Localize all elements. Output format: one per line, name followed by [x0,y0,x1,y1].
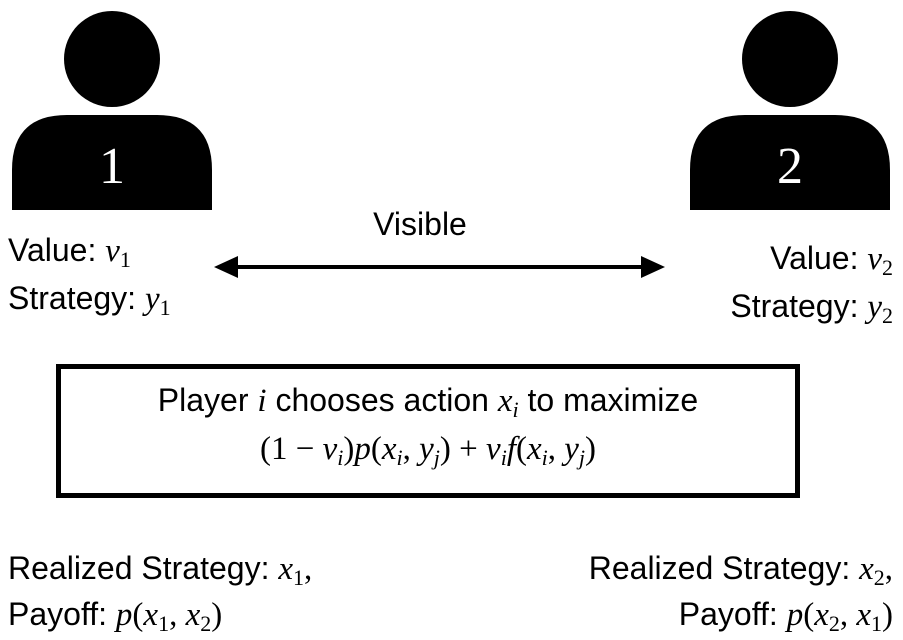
formula-open: (1 − [259,431,323,467]
objective-formula: (1 − vi)p(xi, yj) + vif(xi, yj) [56,428,800,469]
player-2-strategy: Strategy: y2 [730,286,893,327]
formula-y2: y [564,431,579,467]
player-2-payoff-func: p [786,597,804,633]
objective-player-word: Player [157,382,249,418]
player-2-payoff-arg2: x [856,597,871,633]
arrow-head-left [214,256,238,278]
formula-paren-close2: ) [585,431,597,467]
player-2-realized-label: Realized Strategy: [588,550,851,586]
formula-x2: x [526,431,542,467]
player-1-realized: Realized Strategy: x1, [8,548,312,589]
player-2-payoff: Payoff: p(x2, x1) [678,596,893,636]
double-arrow-icon [214,256,665,278]
formula-comma1: , [402,431,420,467]
player-1-value-symbol: v [105,233,120,269]
player-1-realized-comma: , [304,551,313,587]
formula-x1: x [381,431,397,467]
formula-f: f [506,431,516,467]
player-1-realized-symbol: x [278,551,294,587]
player-2-payoff-arg1-sub: 2 [828,611,840,636]
player-1-payoff-label: Payoff: [8,596,108,632]
player-2-value-symbol: v [867,241,882,277]
player-1-strategy: Strategy: y1 [8,278,171,319]
player-1-value: Value: v1 [8,230,131,271]
formula-plus: + [450,431,487,467]
player-1-number: 1 [99,138,125,195]
player-1-value-sub: 1 [119,247,131,272]
formula-x1-sub: i [396,445,403,470]
formula-paren-close: ) [439,431,451,467]
formula-v: v [322,431,338,467]
player-2-value-label: Value: [770,240,859,276]
objective-line-1: Player i chooses action xi to maximize [56,380,800,421]
player-1-strategy-symbol: y [144,281,160,317]
player-1-realized-label: Realized Strategy: [8,550,270,586]
formula-x2-sub: i [541,445,548,470]
player-2-payoff-arg1: x [814,597,829,633]
player-1-person-icon: 1 [12,11,212,210]
player-2-realized-comma: , [884,551,893,587]
formula-paren-open: ( [370,431,382,467]
player-1-payoff-func: p [115,597,133,633]
player-2-realized-symbol: x [859,551,874,587]
player-2-person-icon: 2 [690,11,890,210]
player-1-head [64,11,160,107]
player-2-body [690,115,890,210]
player-2-strategy-symbol: y [867,289,882,325]
objective-maximize-text: to maximize [527,382,699,418]
player-2-head [742,11,838,107]
player-2-value: Value: v2 [770,238,893,279]
player-2-strategy-label: Strategy: [730,288,859,324]
objective-chooses-text: chooses action [275,382,489,418]
visible-label: Visible [373,206,467,242]
player-1-payoff-arg2: x [185,597,201,633]
objective-player-var: i [257,383,267,419]
objective-box [56,364,800,498]
formula-paren-open2: ( [515,431,527,467]
formula-close1: ) [343,431,355,467]
player-2-value-sub: 2 [882,255,893,280]
player-1-strategy-sub: 1 [159,295,171,320]
arrow-head-right [641,256,665,278]
formula-comma2: , [547,431,565,467]
player-1-payoff: Payoff: p(x1, x2) [8,596,223,636]
formula-p: p [354,431,371,467]
player-2-realized-sub: 2 [873,565,885,590]
objective-action-symbol: x [497,383,513,419]
player-2-realized: Realized Strategy: x2, [589,548,893,589]
player-1-realized-sub: 1 [293,565,305,590]
formula-y2-sub: j [578,445,586,470]
player-2-payoff-arg2-sub: 1 [871,611,882,636]
player-2-number: 2 [777,138,803,195]
player-1-payoff-arg1-sub: 1 [158,611,170,636]
player-2-strategy-sub: 2 [882,303,893,328]
formula-v-sub: i [337,445,344,470]
objective-action-sub: i [512,397,519,422]
formula-y1-sub: j [433,445,440,470]
player-1-value-label: Value: [8,232,97,268]
player-1-body [12,115,212,210]
player-2-payoff-label: Payoff: [678,596,778,632]
player-1-payoff-arg2-sub: 2 [200,611,212,636]
player-1-strategy-label: Strategy: [8,280,137,316]
formula-v2-sub: i [500,445,507,470]
formula-v2: v [486,431,501,467]
player-1-payoff-arg1: x [143,597,159,633]
formula-y1: y [419,431,434,467]
